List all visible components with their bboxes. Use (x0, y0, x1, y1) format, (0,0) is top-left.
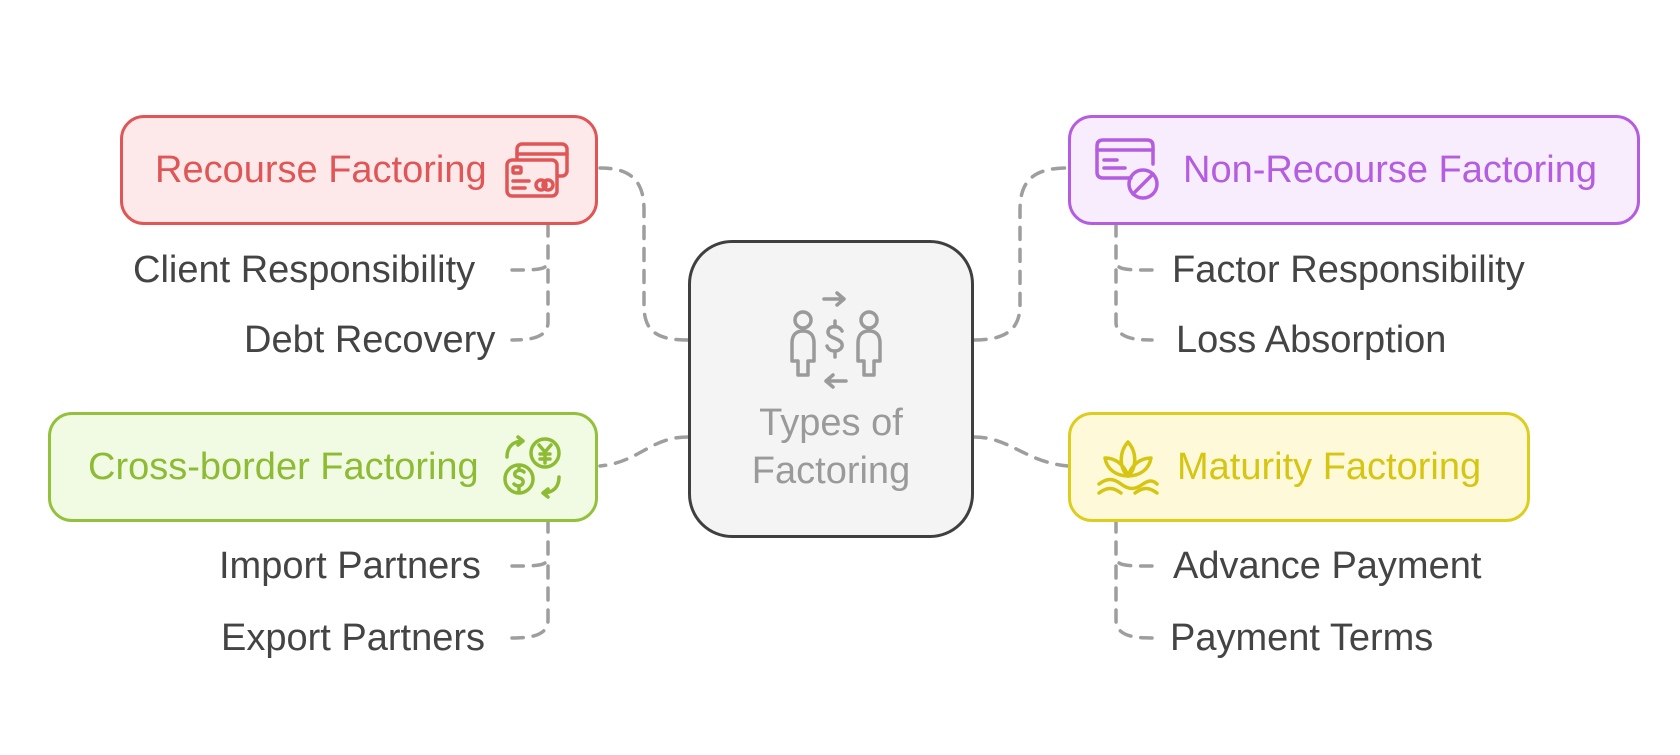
recourse-item-debt-recovery: Debt Recovery (244, 319, 496, 361)
recourse-item-client-responsibility: Client Responsibility (133, 249, 476, 291)
non-recourse-factoring-label: Non-Recourse Factoring (1183, 148, 1597, 191)
non-recourse-item-loss-absorption: Loss Absorption (1176, 319, 1447, 361)
cross-border-factoring-label: Cross-border Factoring (88, 445, 479, 488)
money-exchange-people-icon (790, 291, 882, 389)
connector-debt-recovery (510, 268, 550, 342)
connector-factor-responsibility (1114, 222, 1154, 272)
non-recourse-item-factor-responsibility: Factor Responsibility (1172, 249, 1525, 291)
currency-exchange-icon (501, 435, 565, 499)
connector-loss-absorption (1114, 268, 1154, 342)
connector-import-partners (510, 518, 550, 568)
connector-export-partners (510, 564, 550, 640)
center-title-line1: Types of (759, 402, 903, 444)
recourse-factoring-label: Recourse Factoring (155, 148, 487, 191)
maturity-factoring-node: Maturity Factoring (1068, 412, 1530, 522)
connector-cross-border (598, 435, 690, 468)
connector-client-responsibility (510, 222, 550, 272)
connector-payment-terms (1114, 564, 1154, 640)
recourse-factoring-node: Recourse Factoring (120, 115, 598, 225)
maturity-item-advance-payment: Advance Payment (1173, 545, 1482, 587)
center-title-line2: Factoring (751, 450, 911, 492)
center-node: Types of Factoring (688, 240, 974, 538)
non-recourse-factoring-node: Non-Recourse Factoring (1068, 115, 1640, 225)
cross-border-factoring-node: Cross-border Factoring (48, 412, 598, 522)
credit-cards-icon (504, 140, 571, 200)
connector-maturity (972, 435, 1070, 468)
plant-growth-icon (1097, 438, 1159, 496)
maturity-item-payment-terms: Payment Terms (1170, 617, 1434, 659)
blocked-card-icon (1095, 138, 1161, 202)
cross-border-item-export-partners: Export Partners (221, 617, 485, 659)
connector-recourse (598, 166, 690, 342)
connector-non-recourse (972, 166, 1070, 342)
connector-advance-payment (1114, 518, 1154, 568)
maturity-factoring-label: Maturity Factoring (1177, 445, 1482, 488)
cross-border-item-import-partners: Import Partners (219, 545, 481, 587)
